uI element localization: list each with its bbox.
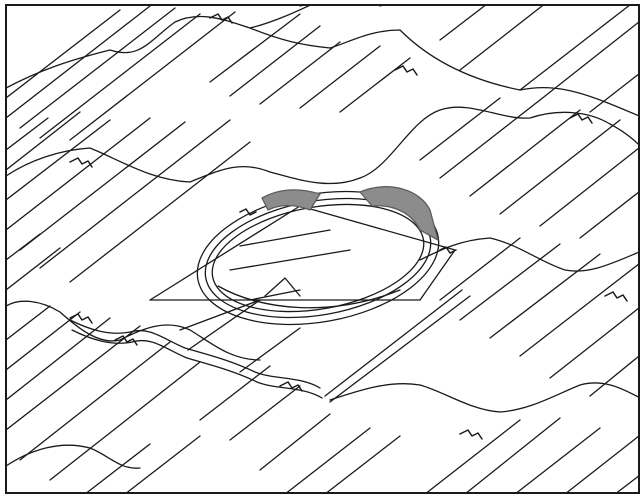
tile-course-4 — [6, 365, 639, 493]
tile-course-2 — [6, 97, 639, 291]
tile-clip-icon — [69, 13, 628, 440]
vent-base-tile — [69, 205, 471, 403]
tile-course-3 — [6, 237, 639, 481]
figure-frame — [5, 4, 640, 494]
tile-course-1 — [6, 5, 639, 171]
flashing-membrane — [261, 186, 439, 241]
